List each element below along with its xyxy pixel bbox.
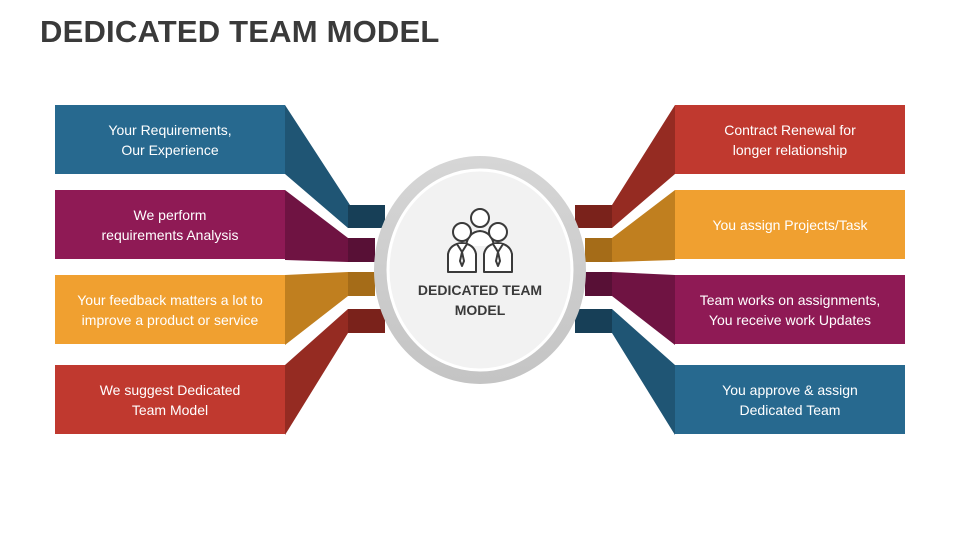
- right-step-2: You assign Projects/Task: [675, 190, 905, 259]
- right-step-1: Contract Renewal for longer relationship: [675, 105, 905, 174]
- right-step-4: You approve & assign Dedicated Team: [675, 365, 905, 434]
- team-people-icon: [447, 208, 513, 273]
- left-step-1: Your Requirements, Our Experience: [55, 105, 285, 174]
- center-label: DEDICATED TEAM MODEL: [417, 282, 543, 318]
- center-disc: [386, 168, 574, 372]
- left-step-3: Your feedback matters a lot to improve a…: [55, 275, 285, 344]
- page-title: DEDICATED TEAM MODEL: [40, 14, 440, 49]
- right-step-3: Team works on assignments, You receive w…: [675, 275, 905, 344]
- left-step-2: We perform requirements Analysis: [55, 190, 285, 259]
- left-step-4: We suggest Dedicated Team Model: [55, 365, 285, 434]
